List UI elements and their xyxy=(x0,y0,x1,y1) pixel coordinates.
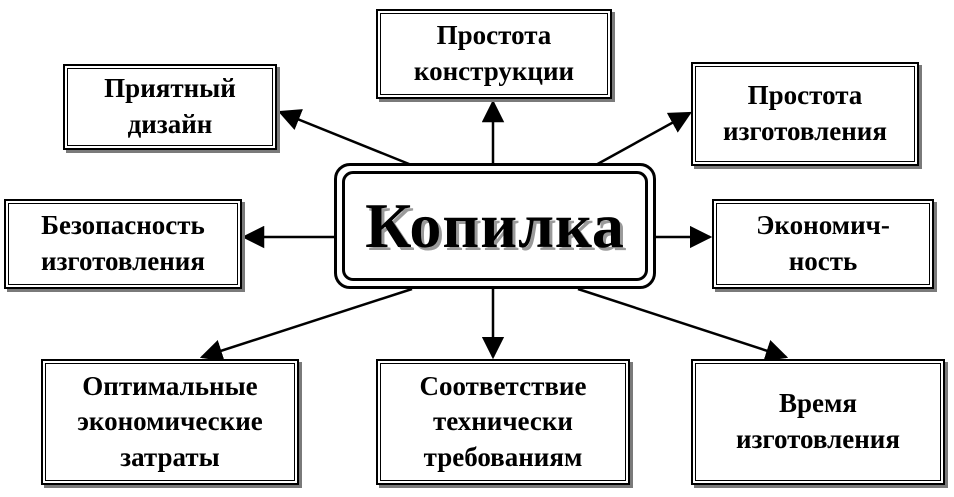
node-economy: Экономич- ность xyxy=(712,199,934,289)
node-label: Безопасность изготовления xyxy=(41,210,205,276)
node-simplicity-construction: Простота конструкции xyxy=(376,9,612,99)
arrow-to-simplicity-manufacture xyxy=(593,111,692,168)
node-label: Экономич- ность xyxy=(756,210,890,276)
node-safety-manufacture: Безопасность изготовления xyxy=(4,199,242,289)
node-label: Приятный дизайн xyxy=(104,73,236,139)
node-label: Простота изготовления xyxy=(723,80,887,146)
arrow-to-optimal-costs xyxy=(199,287,413,362)
arrow-to-pleasant-design xyxy=(277,109,415,168)
node-optimal-costs: Оптимальные экономические затраты xyxy=(41,359,299,485)
node-label: Соответствие технически требованиям xyxy=(419,370,587,472)
node-label: Оптимальные экономические затраты xyxy=(77,370,263,472)
node-technical-requirements: Соответствие технически требованиям xyxy=(376,359,630,485)
node-label: Время изготовления xyxy=(736,388,900,454)
node-simplicity-manufacture: Простота изготовления xyxy=(691,62,919,166)
center-title: Копилка xyxy=(365,190,625,261)
center-node: Копилка xyxy=(334,163,656,289)
node-label: Простота конструкции xyxy=(413,20,575,86)
node-manufacture-time: Время изготовления xyxy=(691,359,945,485)
arrow-to-manufacture-time xyxy=(577,287,789,362)
node-pleasant-design: Приятный дизайн xyxy=(63,64,277,150)
